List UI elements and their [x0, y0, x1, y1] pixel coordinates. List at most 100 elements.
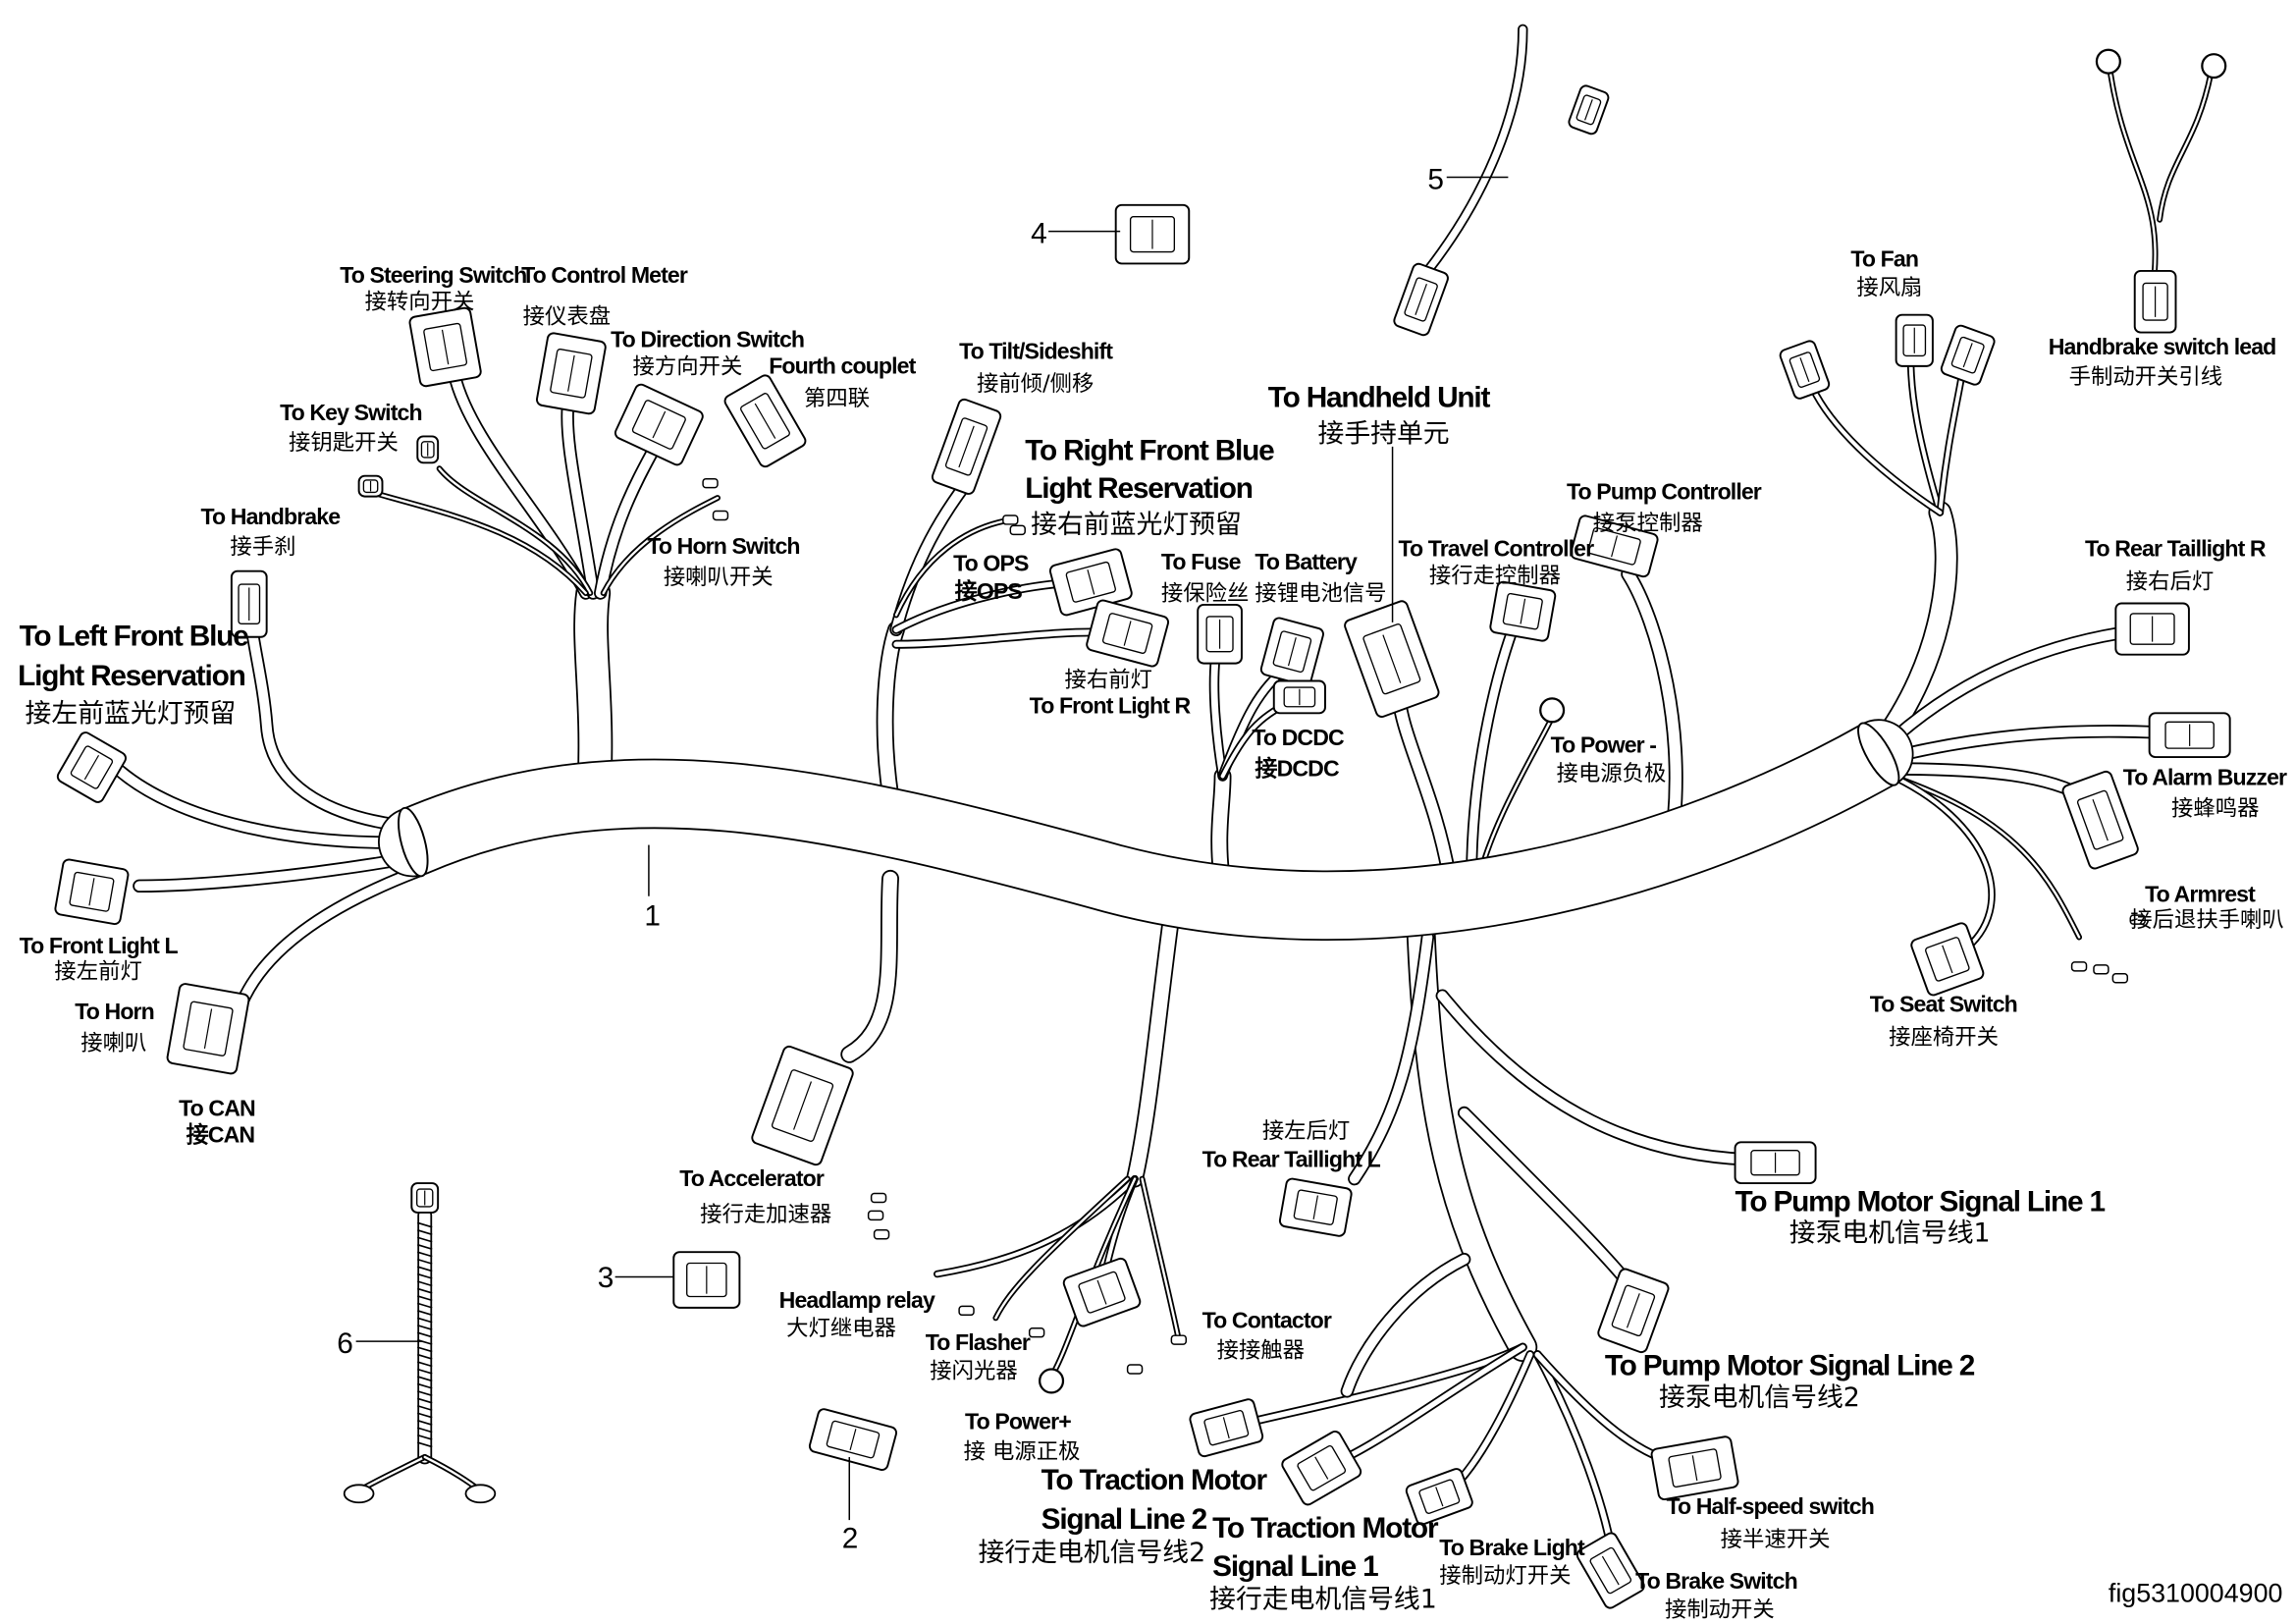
- label-fuse-cn: 接保险丝: [1161, 580, 1249, 606]
- fan-connector-3: [1779, 340, 1831, 400]
- tube-end: [1857, 722, 1900, 786]
- label-tm2-en1: To Traction Motor: [1041, 1464, 1268, 1496]
- relay-part-3: [672, 1251, 741, 1309]
- label-buzzer-en: To Alarm Buzzer: [2123, 764, 2287, 789]
- branch-accelerator: [840, 869, 899, 1063]
- branch-control-meter: [561, 396, 600, 600]
- pin-terminal: [1126, 1364, 1144, 1375]
- tilt-connector: [931, 398, 1002, 495]
- label-armrest-cn: 接后退扶手喇叭: [2130, 907, 2284, 933]
- harness-wires: [110, 24, 2215, 1549]
- lead-6-braid: [417, 1361, 433, 1368]
- steering-switch-connector: [408, 306, 482, 388]
- branch-key: [436, 465, 594, 597]
- label-tm1-en2: Signal Line 1: [1212, 1550, 1378, 1583]
- lead-6-braid: [417, 1295, 433, 1302]
- label-seat-en: To Seat Switch: [1870, 992, 2017, 1017]
- handbrake-lead-1: [2105, 55, 2159, 297]
- label-powpos-en: To Power+: [965, 1409, 1071, 1435]
- branch-handheld: [1391, 680, 1458, 887]
- label-rfblue-en2: Light Reservation: [1025, 472, 1253, 505]
- lead-6-braid: [417, 1331, 433, 1338]
- fourth-couplet-connector: [723, 374, 807, 468]
- label-key-en: To Key Switch: [280, 400, 422, 425]
- lead-6-braid: [417, 1221, 433, 1228]
- lead-6-braid: [417, 1310, 433, 1317]
- fan-connector-2: [1940, 324, 1996, 386]
- pin-terminal: [873, 1229, 890, 1240]
- branch-key-2: [363, 487, 589, 597]
- branch-horn-can: [235, 864, 424, 1010]
- label-pm2-en: To Pump Motor Signal Line 2: [1605, 1349, 1975, 1381]
- label-handbrake-cn: 接手刹: [230, 534, 295, 560]
- handheld-unit-connector: [1344, 600, 1440, 718]
- branch-brake-switch: [1532, 1350, 1616, 1549]
- label-travel-en: To Travel Controller: [1399, 536, 1595, 562]
- pin-terminal: [2093, 964, 2109, 975]
- label-accel-en: To Accelerator: [679, 1165, 825, 1191]
- lead-6-braid: [417, 1243, 433, 1250]
- label-lfblue-en1: To Left Front Blue: [20, 621, 249, 653]
- label-pm2-cn: 接泵电机信号线2: [1659, 1382, 1860, 1413]
- travel-controller-connector: [1489, 580, 1557, 642]
- label-tm2-cn: 接行走电机信号线2: [978, 1538, 1205, 1568]
- ops-connector: [1048, 548, 1133, 617]
- label-buzzer-cn: 接蜂鸣器: [2171, 796, 2259, 822]
- alarm-buzzer-connector: [2148, 712, 2231, 759]
- label-tilt-en: To Tilt/Sideshift: [959, 338, 1113, 363]
- branch-horn-switch: [600, 495, 721, 597]
- label-direction-cn: 接方向开关: [633, 353, 743, 379]
- label-rtr-cn: 接右后灯: [2126, 569, 2214, 595]
- label-rtl-en: To Rear Taillight L: [1202, 1147, 1381, 1172]
- label-steering-en: To Steering Switch: [340, 262, 526, 288]
- key-switch-connector-2: [357, 474, 384, 498]
- lead-6-branch-l: [355, 1453, 428, 1494]
- pin-terminal: [1028, 1326, 1045, 1338]
- front-light-r-connector: [1086, 599, 1170, 668]
- ring-terminal: [1039, 1368, 1065, 1394]
- branch-handbrake: [245, 623, 424, 835]
- label-accel-cn: 接行走加速器: [700, 1202, 831, 1227]
- branch-fan-2: [1936, 369, 1966, 516]
- brake-switch-connector: [1575, 1532, 1645, 1609]
- label-horn-cn: 接喇叭: [80, 1030, 146, 1056]
- branch-taillight-r: [1874, 625, 2130, 757]
- label-pumpctl-cn: 接泵控制器: [1593, 511, 1703, 536]
- label-hornsw-cn: 接喇叭开关: [664, 565, 774, 590]
- label-relay-cn: 大灯继电器: [786, 1316, 896, 1341]
- bundle-relay: [1126, 906, 1181, 1188]
- label-brakelight-en: To Brake Light: [1439, 1535, 1585, 1560]
- part-number-6: 6: [337, 1327, 353, 1360]
- part-number-2: 2: [842, 1522, 859, 1554]
- label-battery-cn: 接锂电池信号: [1255, 580, 1386, 606]
- pin-terminal: [702, 477, 719, 489]
- lead-6-braid: [417, 1287, 433, 1294]
- lead-6-braid: [417, 1419, 433, 1426]
- handbrake-lead-2: [2157, 70, 2215, 223]
- lead-6-braid: [417, 1251, 433, 1258]
- lead-6-braid: [417, 1236, 433, 1243]
- label-key-cn: 接钥匙开关: [289, 430, 399, 456]
- label-powneg-cn: 接电源负极: [1557, 761, 1667, 786]
- pump-motor-1-connector: [1734, 1141, 1817, 1185]
- armrest-connector: [2061, 770, 2139, 870]
- fan-connector-1: [1895, 313, 1934, 367]
- lead-6-connector: [410, 1182, 440, 1214]
- rear-taillight-r-connector: [2114, 602, 2190, 656]
- lead-6-braid: [417, 1353, 433, 1360]
- leader-lines: [355, 176, 1509, 1521]
- pin-terminal: [1170, 1334, 1188, 1345]
- control-meter-connector: [536, 332, 607, 415]
- branch-seat: [1882, 769, 1996, 956]
- label-fan-cn: 接风扇: [1856, 275, 1922, 300]
- branch-travel: [1466, 616, 1522, 885]
- label-fll-cn: 接左前灯: [54, 958, 141, 984]
- label-hornsw-en: To Horn Switch: [647, 533, 799, 559]
- label-fan-en: To Fan: [1850, 245, 1918, 271]
- lead-6-braid: [417, 1427, 433, 1434]
- relay-part-4: [1114, 203, 1191, 265]
- label-lfblue-en2: Light Reservation: [18, 660, 245, 692]
- label-dcdc-cn: 接DCDC: [1255, 755, 1340, 781]
- label-rfblue-en1: To Right Front Blue: [1025, 434, 1274, 466]
